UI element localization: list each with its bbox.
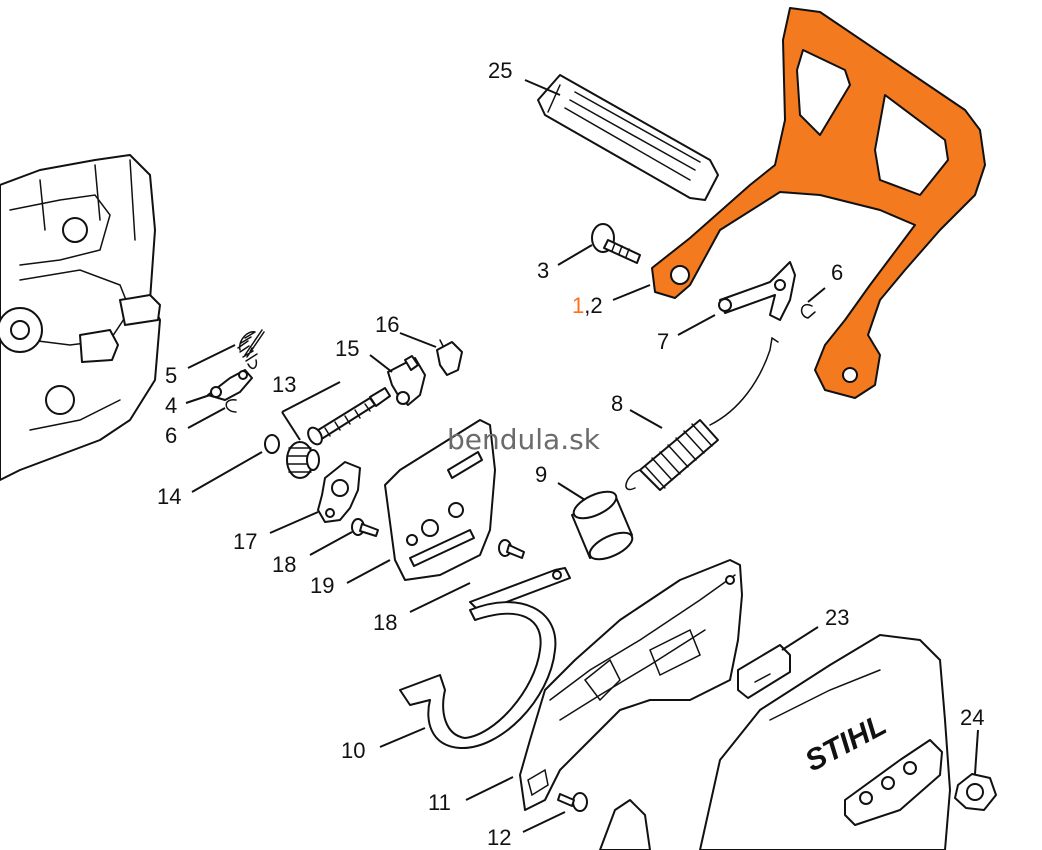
guide-plate bbox=[384, 419, 496, 581]
label-18b: 18 bbox=[373, 610, 397, 635]
sleeve bbox=[571, 490, 634, 561]
clamp-plate bbox=[387, 355, 426, 406]
label-2: ,2 bbox=[584, 293, 602, 318]
label-18a: 18 bbox=[272, 552, 296, 577]
grip-pad bbox=[537, 74, 719, 201]
hand-guard-body bbox=[651, 7, 986, 399]
bracket-13-lines bbox=[281, 381, 341, 413]
adjusting-screw bbox=[307, 387, 391, 446]
label-7: 7 bbox=[657, 329, 669, 354]
o-ring bbox=[264, 434, 280, 454]
watermark: bendula.sk bbox=[447, 423, 601, 456]
hand-guard bbox=[651, 7, 986, 399]
chain-catcher-plate bbox=[317, 461, 361, 523]
nut bbox=[954, 773, 997, 811]
sprocket-cover: STIHL bbox=[599, 634, 951, 850]
clip-left bbox=[225, 399, 237, 413]
leader-lines bbox=[185, 79, 979, 833]
rating-plate bbox=[737, 644, 791, 699]
label-12: 12 bbox=[487, 825, 511, 850]
label-17: 17 bbox=[233, 529, 257, 554]
brake-cover bbox=[519, 559, 743, 811]
small-plate bbox=[436, 339, 463, 376]
label-23: 23 bbox=[825, 605, 849, 630]
label-1: 1 bbox=[572, 293, 584, 318]
screw-18b bbox=[498, 539, 525, 559]
brake-band bbox=[399, 601, 557, 750]
label-16: 16 bbox=[375, 312, 399, 337]
label-6-left: 6 bbox=[165, 423, 177, 448]
screw-12 bbox=[557, 792, 588, 812]
tension-spring bbox=[625, 336, 779, 491]
collar-screw bbox=[591, 223, 641, 264]
label-24: 24 bbox=[960, 705, 984, 730]
label-11: 11 bbox=[428, 790, 451, 815]
bracket bbox=[207, 369, 253, 401]
brake-lever-linkage bbox=[718, 261, 796, 321]
label-9: 9 bbox=[535, 462, 547, 487]
clip-top bbox=[800, 303, 816, 319]
gear bbox=[286, 441, 320, 479]
engine-housing bbox=[0, 154, 161, 481]
label-5: 5 bbox=[165, 363, 177, 388]
label-15: 15 bbox=[335, 336, 359, 361]
label-6-top: 6 bbox=[831, 260, 843, 285]
label-19: 19 bbox=[310, 573, 334, 598]
label-8: 8 bbox=[611, 391, 623, 416]
small-spring bbox=[237, 329, 265, 370]
label-14: 14 bbox=[157, 484, 181, 509]
label-3: 3 bbox=[537, 258, 549, 283]
label-4: 4 bbox=[165, 393, 177, 418]
label-10: 10 bbox=[341, 738, 365, 763]
label-1-2: 1,2 bbox=[572, 293, 603, 318]
label-25: 25 bbox=[488, 58, 512, 83]
label-13: 13 bbox=[272, 372, 296, 397]
screw-18a bbox=[351, 518, 379, 537]
